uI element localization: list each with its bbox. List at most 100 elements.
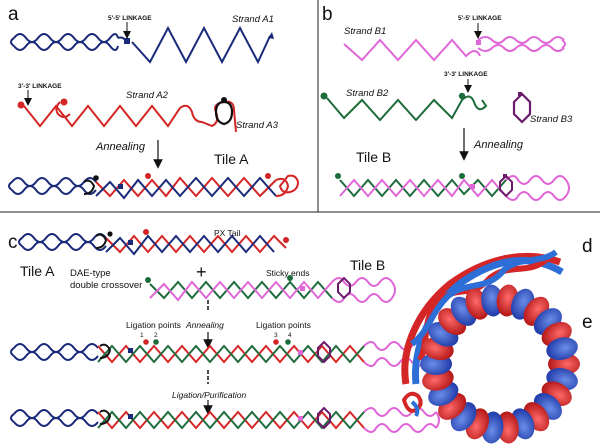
- tile-a-red-dot: [145, 173, 151, 179]
- strand-b2-path: [326, 95, 488, 122]
- c-tile-b-pink-top: [331, 277, 393, 287]
- sticky-ends-label: Sticky ends: [266, 268, 309, 278]
- annealed-purple-loop: [317, 340, 331, 364]
- plus-sign: +: [196, 262, 207, 282]
- strand-b3-marker: [518, 92, 522, 96]
- strand-a3-loop: [214, 100, 234, 126]
- strand-a2-end-dot: [17, 101, 25, 109]
- tile-a-label: Tile A: [214, 151, 249, 167]
- panel-e: e: [420, 284, 593, 444]
- strand-b3-loop: [512, 92, 532, 124]
- tile-b-green-dot: [335, 173, 341, 179]
- strand-a2-label: Strand A2: [126, 90, 169, 101]
- final-pink-bottom: [363, 423, 437, 433]
- strand-a1-hairpin-top: [13, 33, 119, 43]
- tile-b-purple-marker: [503, 174, 507, 178]
- panel-d: d: [401, 236, 593, 417]
- strand-b1-hairpin-top: [477, 36, 565, 44]
- tile-a-blue-top: [11, 177, 97, 187]
- c-tile-a-black-dot: [107, 231, 113, 237]
- linkage-55-marker-b: [476, 40, 481, 45]
- tile-a-linkage-marker: [118, 184, 123, 189]
- ligation-point-3: 3: [274, 332, 278, 339]
- tile-a-red-end: [275, 177, 290, 197]
- tile-b-green-zigzag: [339, 178, 507, 198]
- c-tile-a-linkage: [128, 240, 133, 245]
- annealing-label-a: Annealing: [95, 141, 146, 153]
- annealing-label-c: Annealing: [185, 320, 224, 330]
- panel-c: c PX Tail Tile A DAE-type double crossov…: [8, 228, 440, 433]
- annealed-green-dot-2: [285, 339, 291, 345]
- final-linkage-pink: [298, 416, 303, 421]
- annealed-black-loop: [99, 343, 112, 359]
- tile-a-red-loop: [278, 174, 300, 194]
- strand-a1-label: Strand A1: [232, 14, 274, 25]
- c-tile-a-label: Tile A: [20, 263, 55, 279]
- strand-b2-dot-2: [458, 92, 466, 100]
- helix-blue-tail: [410, 400, 420, 417]
- ligation-point-1: 1: [140, 332, 144, 339]
- final-cap-right: [435, 411, 440, 429]
- panel-letter-a: a: [8, 4, 19, 25]
- c-tile-b-green-dot: [145, 277, 151, 283]
- tile-b-pink-top: [505, 175, 567, 185]
- tile-b-green-dot-2: [459, 173, 465, 179]
- panel-a: a 5'-5' LINKAGE Strand A1 3'-3' LINKAGE …: [8, 4, 300, 200]
- annealed-blue-top: [13, 343, 99, 353]
- strand-b2-end-dot: [320, 92, 328, 100]
- tile-b-label: Tile B: [356, 149, 391, 165]
- strand-a2-loop: [55, 101, 71, 118]
- c-tile-a-blue-bottom: [21, 241, 107, 251]
- annealed-linkage-blue: [128, 348, 133, 353]
- helix-blue-strand-2: [410, 249, 558, 347]
- final-blue-bottom: [13, 417, 99, 427]
- annealed-red-dot: [143, 339, 149, 345]
- helix-red-tail: [401, 391, 423, 413]
- dae-label-line2: double crossover: [70, 280, 142, 291]
- final-purple-loop: [317, 406, 331, 430]
- px-tail-label: PX Tail: [214, 228, 240, 238]
- strand-b1-hairpin-bottom: [477, 44, 565, 52]
- strand-a3-label: Strand A3: [236, 120, 279, 131]
- annealed-blue-bottom: [13, 351, 99, 361]
- tile-a-blue-zigzag: [95, 176, 277, 200]
- final-cap-left: [10, 413, 15, 423]
- strand-a1-hairpin-bottom: [13, 41, 119, 51]
- panel-letter-d: d: [582, 236, 593, 257]
- strand-a2-end-dot-2: [60, 98, 68, 106]
- c-tile-a-blue-top: [21, 233, 107, 243]
- c-tile-b-green-dot-2: [287, 275, 293, 281]
- strand-b1-zigzag: [343, 38, 481, 62]
- final-black-loop: [99, 409, 112, 425]
- strand-b1-cap: [561, 39, 566, 49]
- annealed-cap-left: [10, 347, 15, 357]
- c-tile-a-blue-zigzag: [105, 234, 275, 256]
- tile-a-blue-cap: [8, 181, 13, 191]
- c-tile-a-red-dot: [143, 229, 149, 235]
- strand-a3-dot: [221, 97, 227, 103]
- ligation-point-2: 2: [154, 332, 158, 339]
- c-tile-b-cap: [391, 281, 396, 299]
- linkage-55-marker-a: [124, 38, 130, 44]
- strand-a1-arrowhead: [268, 32, 274, 39]
- c-tile-b-pink-zigzag: [149, 280, 333, 302]
- ligation-points-left-label: Ligation points: [126, 320, 181, 330]
- tile-b-pink-zigzag: [339, 178, 507, 198]
- torus-blue-segment: [546, 337, 578, 361]
- tile-a-red-dot-2: [265, 173, 271, 179]
- annealed-red-dot-2: [273, 339, 279, 345]
- tile-a-black-loop: [83, 179, 96, 195]
- annealed-linkage-pink: [298, 350, 303, 355]
- annealed-green-zigzag: [97, 344, 365, 364]
- ligation-point-4: 4: [288, 332, 292, 339]
- tile-b-linkage-marker: [470, 184, 475, 189]
- tile-b-pink-bottom: [505, 191, 567, 201]
- tile-a-black-dot: [93, 175, 99, 181]
- tile-b-pink-cap: [565, 179, 570, 197]
- panel-letter-e: e: [582, 312, 593, 333]
- dna-torus: [420, 284, 580, 444]
- linkage-55-label-b: 5'-5' LINKAGE: [458, 15, 502, 22]
- ligation-purification-label: Ligation/Purification: [172, 390, 246, 400]
- helix-red-strand-1: [401, 252, 562, 385]
